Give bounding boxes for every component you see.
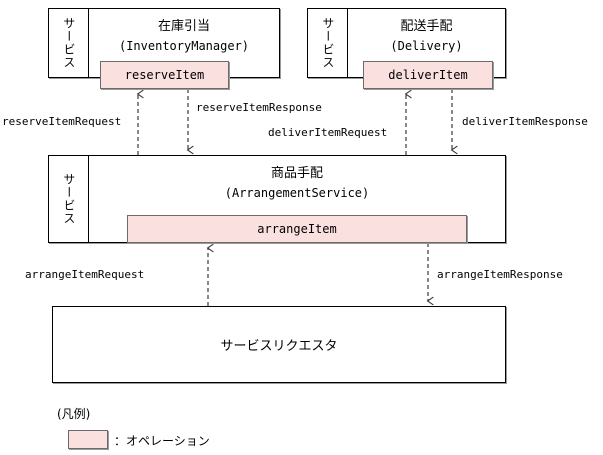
service-tag-inventory-manager: サービス [49,9,89,77]
service-name-en: (ArrangementService) [224,185,370,200]
service-name-en: (InventoryManager) [118,38,250,53]
service-tag-label: サービス [61,173,76,225]
service-title-arrangement-service: 商品手配 (ArrangementService) [89,156,505,202]
service-name-jp: 配送手配 [400,19,453,34]
service-tag-label: サービス [320,17,335,69]
service-name-jp: 商品手配 [270,166,323,181]
service-title-inventory-manager: 在庫引当 (InventoryManager) [89,9,279,55]
label-reserve-item-response: reserveItemResponse [196,101,322,114]
label-deliver-item-request: deliverItemRequest [268,126,388,139]
service-tag-delivery: サービス [308,9,348,77]
operation-box-deliver-item[interactable]: deliverItem [363,61,493,89]
label-arrange-item-response: arrangeItemResponse [437,268,563,281]
legend-title: (凡例) [57,407,91,421]
operation-box-arrange-item[interactable]: arrangeItem [127,215,467,243]
label-deliver-item-response: deliverItemResponse [462,115,588,128]
operation-box-reserve-item[interactable]: reserveItem [100,61,229,89]
service-tag-label: サービス [61,17,76,69]
legend-operation-swatch [68,430,108,449]
service-requester-box: サービスリクエスタ [52,306,506,383]
service-box-inventory-manager: サービス 在庫引当 (InventoryManager) [48,8,280,78]
service-tag-arrangement-service: サービス [49,156,89,242]
service-name-jp: 在庫引当 [157,19,210,34]
legend-operation-label: ：オペレーション [114,434,210,448]
label-arrange-item-request: arrangeItemRequest [25,268,145,281]
service-title-delivery: 配送手配 (Delivery) [348,9,505,55]
label-reserve-item-request: reserveItemRequest [2,115,122,128]
service-name-en: (Delivery) [390,38,463,53]
